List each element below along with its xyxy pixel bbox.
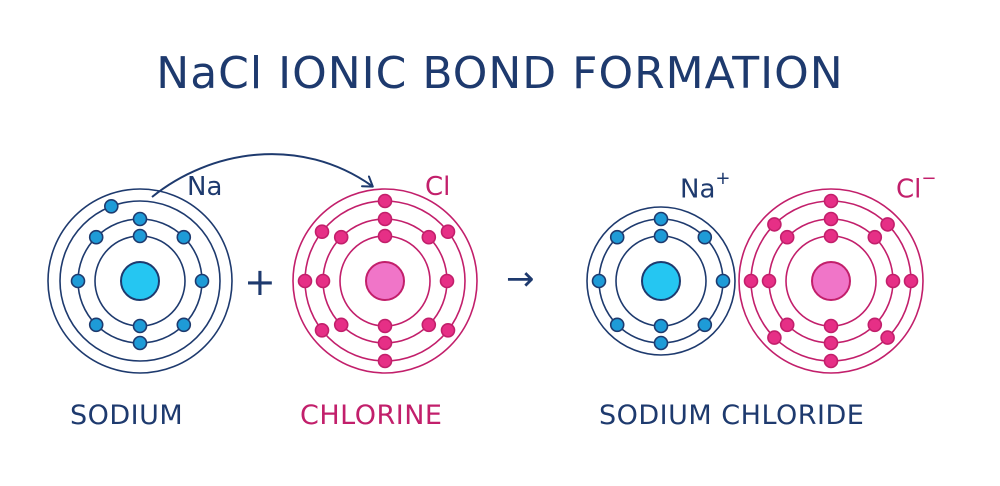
- electron: [867, 317, 883, 333]
- electron: [761, 273, 777, 289]
- electron: [823, 353, 839, 369]
- electron: [314, 224, 330, 239]
- electron: [132, 318, 148, 334]
- electron: [176, 317, 192, 333]
- electron: [132, 211, 148, 227]
- electron: [653, 228, 669, 244]
- diagram-title: NaCl IONIC BOND FORMATION: [156, 48, 844, 99]
- sodium-ion-charge: +: [715, 168, 731, 189]
- electron-transfer-arrow: [151, 153, 374, 198]
- outer-boundary: [292, 188, 478, 374]
- electron: [440, 224, 456, 239]
- electron: [767, 330, 782, 345]
- electron: [697, 317, 713, 333]
- chlorine-label: CHLORINE: [300, 400, 443, 431]
- electron: [314, 322, 330, 338]
- electron: [823, 335, 839, 351]
- nucleus: [365, 261, 405, 301]
- electron: [194, 273, 210, 289]
- nucleus: [811, 261, 851, 301]
- chloride-ion: [738, 188, 924, 374]
- outer-boundary: [47, 188, 233, 374]
- electron: [823, 211, 839, 227]
- plus-sign: +: [244, 260, 276, 304]
- electron: [377, 353, 393, 369]
- electron: [297, 273, 313, 289]
- reaction-arrow: →: [506, 259, 535, 299]
- electron: [903, 273, 919, 289]
- electron: [176, 229, 192, 245]
- electron: [653, 211, 669, 227]
- electron: [867, 229, 883, 245]
- sodium-label: SODIUM: [70, 400, 184, 431]
- electron: [767, 217, 782, 232]
- electron: [70, 273, 86, 289]
- electron: [315, 273, 331, 289]
- electron: [823, 318, 839, 334]
- electron: [880, 330, 895, 345]
- electron: [333, 317, 349, 333]
- electron: [880, 217, 895, 232]
- electron-shell: [59, 200, 221, 362]
- electron: [653, 318, 669, 334]
- electron: [653, 335, 669, 351]
- electron: [104, 199, 119, 214]
- electron: [132, 228, 148, 244]
- electron: [439, 273, 455, 289]
- chlorine-symbol: Cl: [425, 172, 451, 202]
- electron: [591, 273, 607, 289]
- chloride-ion-charge: −: [921, 168, 937, 189]
- electron: [779, 317, 795, 333]
- product-label: SODIUM CHLORIDE: [599, 400, 865, 431]
- sodium-atom: [47, 188, 233, 374]
- chlorine-atom: [292, 188, 478, 374]
- chloride-ion-symbol: Cl−: [896, 168, 937, 205]
- electron: [697, 229, 713, 245]
- electron: [88, 229, 104, 245]
- sodium-ion: [586, 206, 736, 356]
- electron: [377, 318, 393, 334]
- sodium-symbol: Na: [187, 172, 223, 202]
- sodium-ion-symbol: Na+: [680, 168, 731, 205]
- electron: [377, 193, 393, 209]
- electron: [440, 322, 456, 338]
- electron: [823, 228, 839, 244]
- electron: [421, 229, 437, 245]
- electron: [377, 211, 393, 227]
- electron: [715, 273, 731, 289]
- electron: [377, 335, 393, 351]
- electron: [421, 317, 437, 333]
- electron: [609, 317, 625, 333]
- electron: [377, 228, 393, 244]
- electron: [885, 273, 901, 289]
- electron: [132, 335, 148, 351]
- nucleus: [641, 261, 681, 301]
- electron: [743, 273, 759, 289]
- electron: [823, 193, 839, 209]
- outer-boundary: [586, 206, 736, 356]
- electron: [609, 229, 625, 245]
- outer-boundary: [738, 188, 924, 374]
- electron: [88, 317, 104, 333]
- nucleus: [120, 261, 160, 301]
- electron: [779, 229, 795, 245]
- electron: [333, 229, 349, 245]
